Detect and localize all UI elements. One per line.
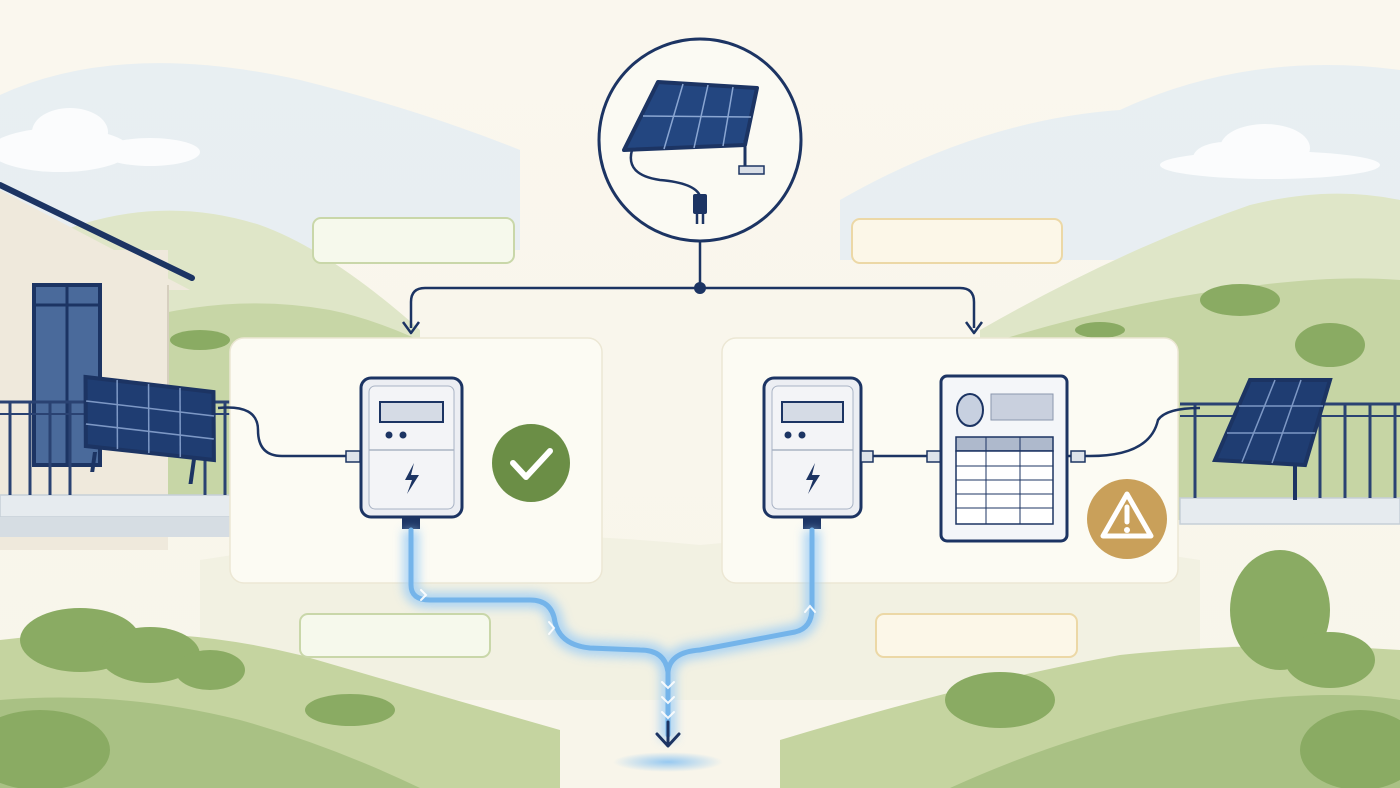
scenario-card-left <box>217 337 603 584</box>
down-arrow-icon <box>655 720 681 748</box>
hill-front-right-dark <box>950 695 1400 788</box>
junction-dot <box>694 282 706 294</box>
arrowhead-left <box>401 321 421 335</box>
energy-flow <box>403 527 820 772</box>
house-left <box>0 182 233 550</box>
scenario-card-right <box>721 337 1201 584</box>
plug-in-solar-panel-icon <box>597 37 803 243</box>
balcony-solar-panel-left <box>83 374 216 484</box>
cable-panel-to-meter-left <box>217 406 350 458</box>
label-box-top-right <box>851 218 1063 264</box>
hill-front-left-dark <box>0 697 420 788</box>
cloud-left <box>0 108 200 172</box>
cloud-right <box>1160 124 1380 179</box>
checkmark-icon <box>492 424 570 502</box>
balcony-slab <box>0 494 233 518</box>
balcony-right <box>1179 378 1400 525</box>
grid-pool <box>613 752 723 772</box>
label-box-bottom-right <box>875 613 1078 658</box>
registration-form-icon <box>939 374 1069 543</box>
label-box-top-left <box>312 217 515 264</box>
sky-band-left <box>0 63 520 250</box>
hub-connectors <box>409 241 976 328</box>
label-box-bottom-left <box>299 613 491 658</box>
bushes <box>0 284 1400 788</box>
warning-icon <box>1087 479 1167 559</box>
balcony-solar-panel-right <box>1212 378 1333 500</box>
cable-meter-to-panel-right <box>1089 406 1201 458</box>
electricity-meter-icon <box>359 376 464 529</box>
arrowhead-right <box>964 321 984 335</box>
electricity-meter-icon <box>762 376 863 529</box>
